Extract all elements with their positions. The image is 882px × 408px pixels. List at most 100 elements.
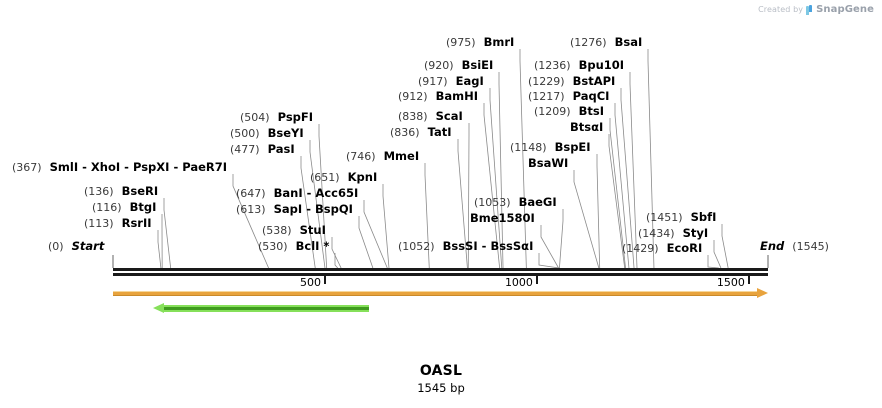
label-separator: -: [306, 186, 312, 200]
enzyme-name[interactable]: SapI: [273, 202, 303, 216]
enzyme-name[interactable]: BmrI: [483, 35, 515, 49]
enzyme-name[interactable]: Bpu10I: [578, 58, 625, 72]
leader-line: [559, 209, 564, 269]
enzyme-label[interactable]: (975) BmrI: [446, 35, 515, 50]
enzyme-name[interactable]: BspEI: [554, 140, 591, 154]
enzyme-label[interactable]: (613) SapI - BspQI: [236, 202, 353, 217]
enzyme-label[interactable]: (836) TatI: [390, 125, 452, 140]
arrow-head: [757, 288, 768, 298]
enzyme-name[interactable]: PaeR7I: [182, 160, 228, 174]
enzyme-name[interactable]: RsrII: [121, 216, 152, 230]
enzyme-name[interactable]: StuI: [299, 223, 326, 237]
enzyme-label[interactable]: (920) BsiEI: [424, 58, 494, 73]
enzyme-label[interactable]: (477) PasI: [230, 142, 295, 157]
enzyme-site-position: (1276): [570, 36, 607, 49]
enzyme-label[interactable]: (500) BseYI: [230, 126, 304, 141]
enzyme-label[interactable]: (647) BanI - Acc65I: [236, 186, 359, 201]
enzyme-name[interactable]: MmeI: [383, 149, 420, 163]
enzyme-label[interactable]: (367) SmlI - XhoI - PspXI - PaeR7I: [12, 160, 228, 175]
enzyme-label[interactable]: (1451) SbfI: [646, 210, 717, 225]
enzyme-name[interactable]: XhoI: [90, 160, 121, 174]
enzyme-name[interactable]: BclI *: [295, 239, 330, 253]
enzyme-label[interactable]: (1148) BspEI: [510, 140, 591, 155]
enzyme-name[interactable]: ScaI: [435, 109, 463, 123]
enzyme-label[interactable]: (113) RsrII: [84, 216, 152, 231]
enzyme-name[interactable]: BseRI: [121, 184, 159, 198]
enzyme-name[interactable]: End: [760, 239, 785, 253]
ruler-tick-label: 500: [299, 276, 321, 289]
feature-arrow-reverse[interactable]: [153, 303, 370, 314]
enzyme-label[interactable]: (538) StuI: [262, 223, 326, 238]
enzyme-name[interactable]: BsaI: [614, 35, 643, 49]
enzyme-label[interactable]: (0) Start: [48, 239, 105, 254]
enzyme-name[interactable]: EagI: [455, 74, 484, 88]
enzyme-label[interactable]: (504) PspFI: [240, 110, 314, 125]
enzyme-name[interactable]: KpnI: [347, 170, 378, 184]
enzyme-name[interactable]: SmlI: [49, 160, 79, 174]
enzyme-site-position: (1148): [510, 141, 547, 154]
enzyme-label[interactable]: (1229) BstAPI: [528, 74, 616, 89]
leader-line: [157, 230, 162, 269]
cds-arrow-forward[interactable]: [113, 288, 768, 299]
enzyme-name[interactable]: PspFI: [277, 110, 314, 124]
enzyme-name[interactable]: TatI: [427, 125, 452, 139]
leader-line: [540, 225, 559, 269]
enzyme-name[interactable]: PasI: [267, 142, 295, 156]
enzyme-site-position: (838): [398, 110, 428, 123]
enzyme-label[interactable]: BsaWI: [528, 157, 568, 170]
enzyme-name[interactable]: PaqCI: [572, 89, 610, 103]
enzyme-name[interactable]: BssSI: [442, 239, 478, 253]
enzyme-site-position: (500): [230, 127, 260, 140]
enzyme-name[interactable]: BsiEI: [461, 58, 494, 72]
enzyme-site-position: (920): [424, 59, 454, 72]
enzyme-label[interactable]: (1236) Bpu10I: [534, 58, 625, 73]
enzyme-name[interactable]: SbfI: [690, 210, 717, 224]
enzyme-name[interactable]: BspQI: [314, 202, 353, 216]
strand-bottom: [113, 273, 768, 276]
enzyme-label[interactable]: End (1545): [760, 239, 829, 254]
leader-line: [358, 216, 374, 269]
enzyme-name[interactable]: Bme1580I: [470, 211, 535, 225]
enzyme-name[interactable]: BamHI: [435, 89, 479, 103]
enzyme-label[interactable]: (1429) EcoRI: [622, 241, 703, 256]
label-separator: -: [124, 160, 129, 174]
enzyme-name[interactable]: BaeGI: [518, 195, 557, 209]
enzyme-label[interactable]: (746) MmeI: [346, 149, 420, 164]
enzyme-site-position: (116): [92, 201, 122, 214]
enzyme-label[interactable]: (1052) BssSI - BssSαI: [398, 239, 534, 254]
enzyme-label[interactable]: (530) BclI *: [258, 239, 330, 254]
enzyme-label[interactable]: (1209) BtsI: [534, 104, 604, 119]
enzyme-label[interactable]: (116) BtgI: [92, 200, 157, 215]
enzyme-name[interactable]: BssSαI: [490, 239, 534, 253]
enzyme-label[interactable]: (1217) PaqCI: [528, 89, 610, 104]
enzyme-label[interactable]: (1053) BaeGI: [474, 195, 557, 210]
enzyme-name[interactable]: BstAPI: [572, 74, 616, 88]
enzyme-name[interactable]: StyI: [682, 226, 709, 240]
enzyme-label[interactable]: Bme1580I: [470, 212, 535, 225]
enzyme-name[interactable]: BseYI: [267, 126, 304, 140]
enzyme-name[interactable]: BanI: [273, 186, 303, 200]
enzyme-name[interactable]: BtgI: [129, 200, 157, 214]
enzyme-label[interactable]: (838) ScaI: [398, 109, 463, 124]
enzyme-name[interactable]: PspXI: [132, 160, 170, 174]
snapgene-brand-text: SnapGene: [816, 4, 874, 15]
enzyme-label[interactable]: (1276) BsaI: [570, 35, 643, 50]
enzyme-site-position: (1545): [792, 240, 829, 253]
enzyme-site-position: (746): [346, 150, 376, 163]
enzyme-label[interactable]: (136) BseRI: [84, 184, 159, 199]
enzyme-name[interactable]: BtsαI: [570, 120, 604, 134]
enzyme-name[interactable]: BtsI: [578, 104, 604, 118]
enzyme-label[interactable]: (1434) StyI: [638, 226, 709, 241]
enzyme-label[interactable]: (917) EagI: [418, 74, 484, 89]
enzyme-label[interactable]: BtsαI: [570, 121, 603, 134]
enzyme-name[interactable]: EcoRI: [666, 241, 703, 255]
enzyme-name[interactable]: BsaWI: [528, 156, 569, 170]
leader-line: [629, 72, 638, 269]
enzyme-label[interactable]: (651) KpnI: [310, 170, 378, 185]
enzyme-name[interactable]: Start: [71, 239, 105, 253]
enzyme-site-position: (1429): [622, 242, 659, 255]
enzyme-name[interactable]: Acc65I: [315, 186, 359, 200]
enzyme-site-position: (504): [240, 111, 270, 124]
enzyme-label[interactable]: (912) BamHI: [398, 89, 479, 104]
